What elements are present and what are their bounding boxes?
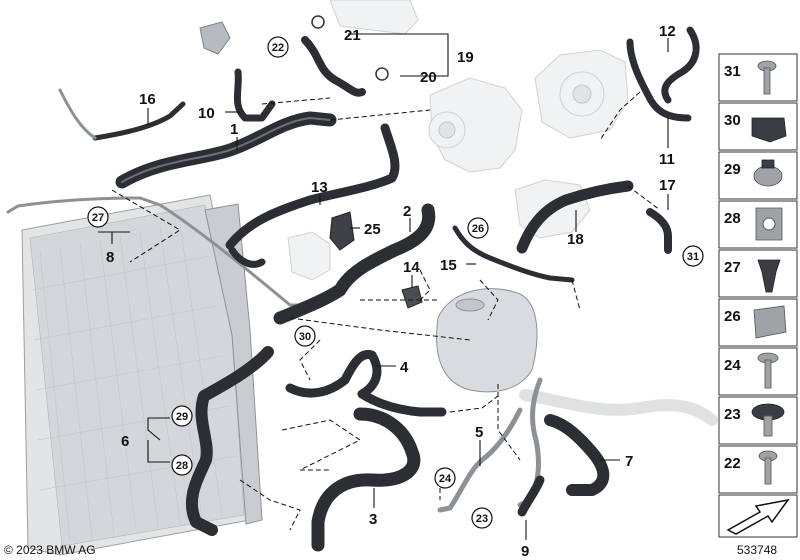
side-panel-item-31: 31 [718,53,798,102]
circled-callout-31: 31 [682,245,704,267]
svg-text:26: 26 [472,223,484,235]
svg-text:22: 22 [724,455,741,472]
callout-13: 13 [311,179,328,196]
svg-text:28: 28 [724,210,741,227]
dashed-lines [111,91,661,531]
expanding-rivet-icon [757,259,781,293]
side-panel-arrow-box [718,494,798,538]
circled-callout-29: 29 [171,405,193,427]
svg-text:31: 31 [724,63,741,80]
svg-text:23: 23 [724,406,741,423]
circled-callout-23: 23 [471,507,493,529]
callout-17: 17 [659,177,676,194]
circled-callout-24: 24 [434,467,456,489]
callout-5: 5 [475,424,483,441]
circled-callout-28: 28 [171,454,193,476]
svg-text:24: 24 [439,473,452,485]
callout-1: 1 [230,121,238,138]
washer-nut-icon [751,403,785,437]
parts [199,15,538,393]
side-panel-item-29: 29 [718,151,798,200]
clamp-14 [401,285,423,309]
svg-text:24: 24 [724,357,741,374]
svg-text:30: 30 [299,331,311,343]
callout-6: 6 [121,433,129,450]
clamp-icon [751,117,787,143]
callout-16: 16 [139,91,156,108]
side-panel-item-30: 30 [718,102,798,151]
hose-clip-icon [753,159,783,187]
copyright-text: © 2023 BMW AG [4,543,96,557]
callout-10: 10 [198,105,215,122]
bolt-short-icon [758,450,778,485]
svg-text:26: 26 [724,308,741,325]
circled-callout-26: 26 [467,217,489,239]
callout-8: 8 [106,249,114,266]
bracket-25 [329,211,355,251]
circled-callout-27: 27 [87,206,109,228]
svg-text:22: 22 [272,42,284,54]
hoses [58,26,700,552]
side-panel-item-27: 27 [718,249,798,298]
svg-text:23: 23 [476,513,488,525]
callout-2: 2 [403,203,411,220]
callout-21: 21 [344,27,361,44]
callout-18: 18 [567,231,584,248]
side-panel: 31 30 29 28 [718,53,798,538]
callout-11: 11 [659,151,675,168]
callout-14: 14 [403,259,420,276]
svg-text:27: 27 [724,259,741,276]
svg-text:29: 29 [176,411,188,423]
callout-7: 7 [625,453,633,470]
callout-9: 9 [521,543,529,560]
callout-labels: 1 2 3 4 5 6 7 8 9 10 11 12 13 14 15 16 1… [106,23,676,560]
side-panel-item-22: 22 [718,445,798,494]
expansion-tank [436,288,538,393]
svg-text:29: 29 [724,161,741,178]
svg-text:31: 31 [687,251,699,263]
o-ring-20 [375,67,389,81]
circled-callout-22: 22 [267,36,289,58]
svg-text:27: 27 [92,212,104,224]
bolt-icon [757,60,777,95]
callout-4: 4 [400,359,409,376]
side-panel-item-26: 26 [718,298,798,347]
diagram-number: 533748 [737,543,777,557]
bleed-pipe-8 [6,196,307,307]
callout-25: 25 [364,221,381,238]
side-panel-item-28: 28 [718,200,798,249]
callout-20: 20 [420,69,437,86]
circled-callouts: 22 23 24 26 27 28 29 30 [87,36,704,529]
o-ring-21 [311,15,325,29]
arrow-icon [726,498,790,535]
svg-text:28: 28 [176,460,188,472]
callout-19: 19 [457,49,474,66]
pipe-19 [301,36,366,97]
side-panel-item-23: 23 [718,396,798,445]
radiator [21,194,263,556]
side-panel-item-24: 24 [718,347,798,396]
screw-icon [757,352,779,389]
svg-text:30: 30 [724,112,741,129]
callout-12: 12 [659,23,676,40]
clip-icon [753,305,787,339]
circled-callout-30: 30 [294,325,316,347]
leader-lines [98,33,669,540]
callout-3: 3 [369,511,377,528]
holder-icon [755,207,783,241]
callout-15: 15 [440,257,457,274]
